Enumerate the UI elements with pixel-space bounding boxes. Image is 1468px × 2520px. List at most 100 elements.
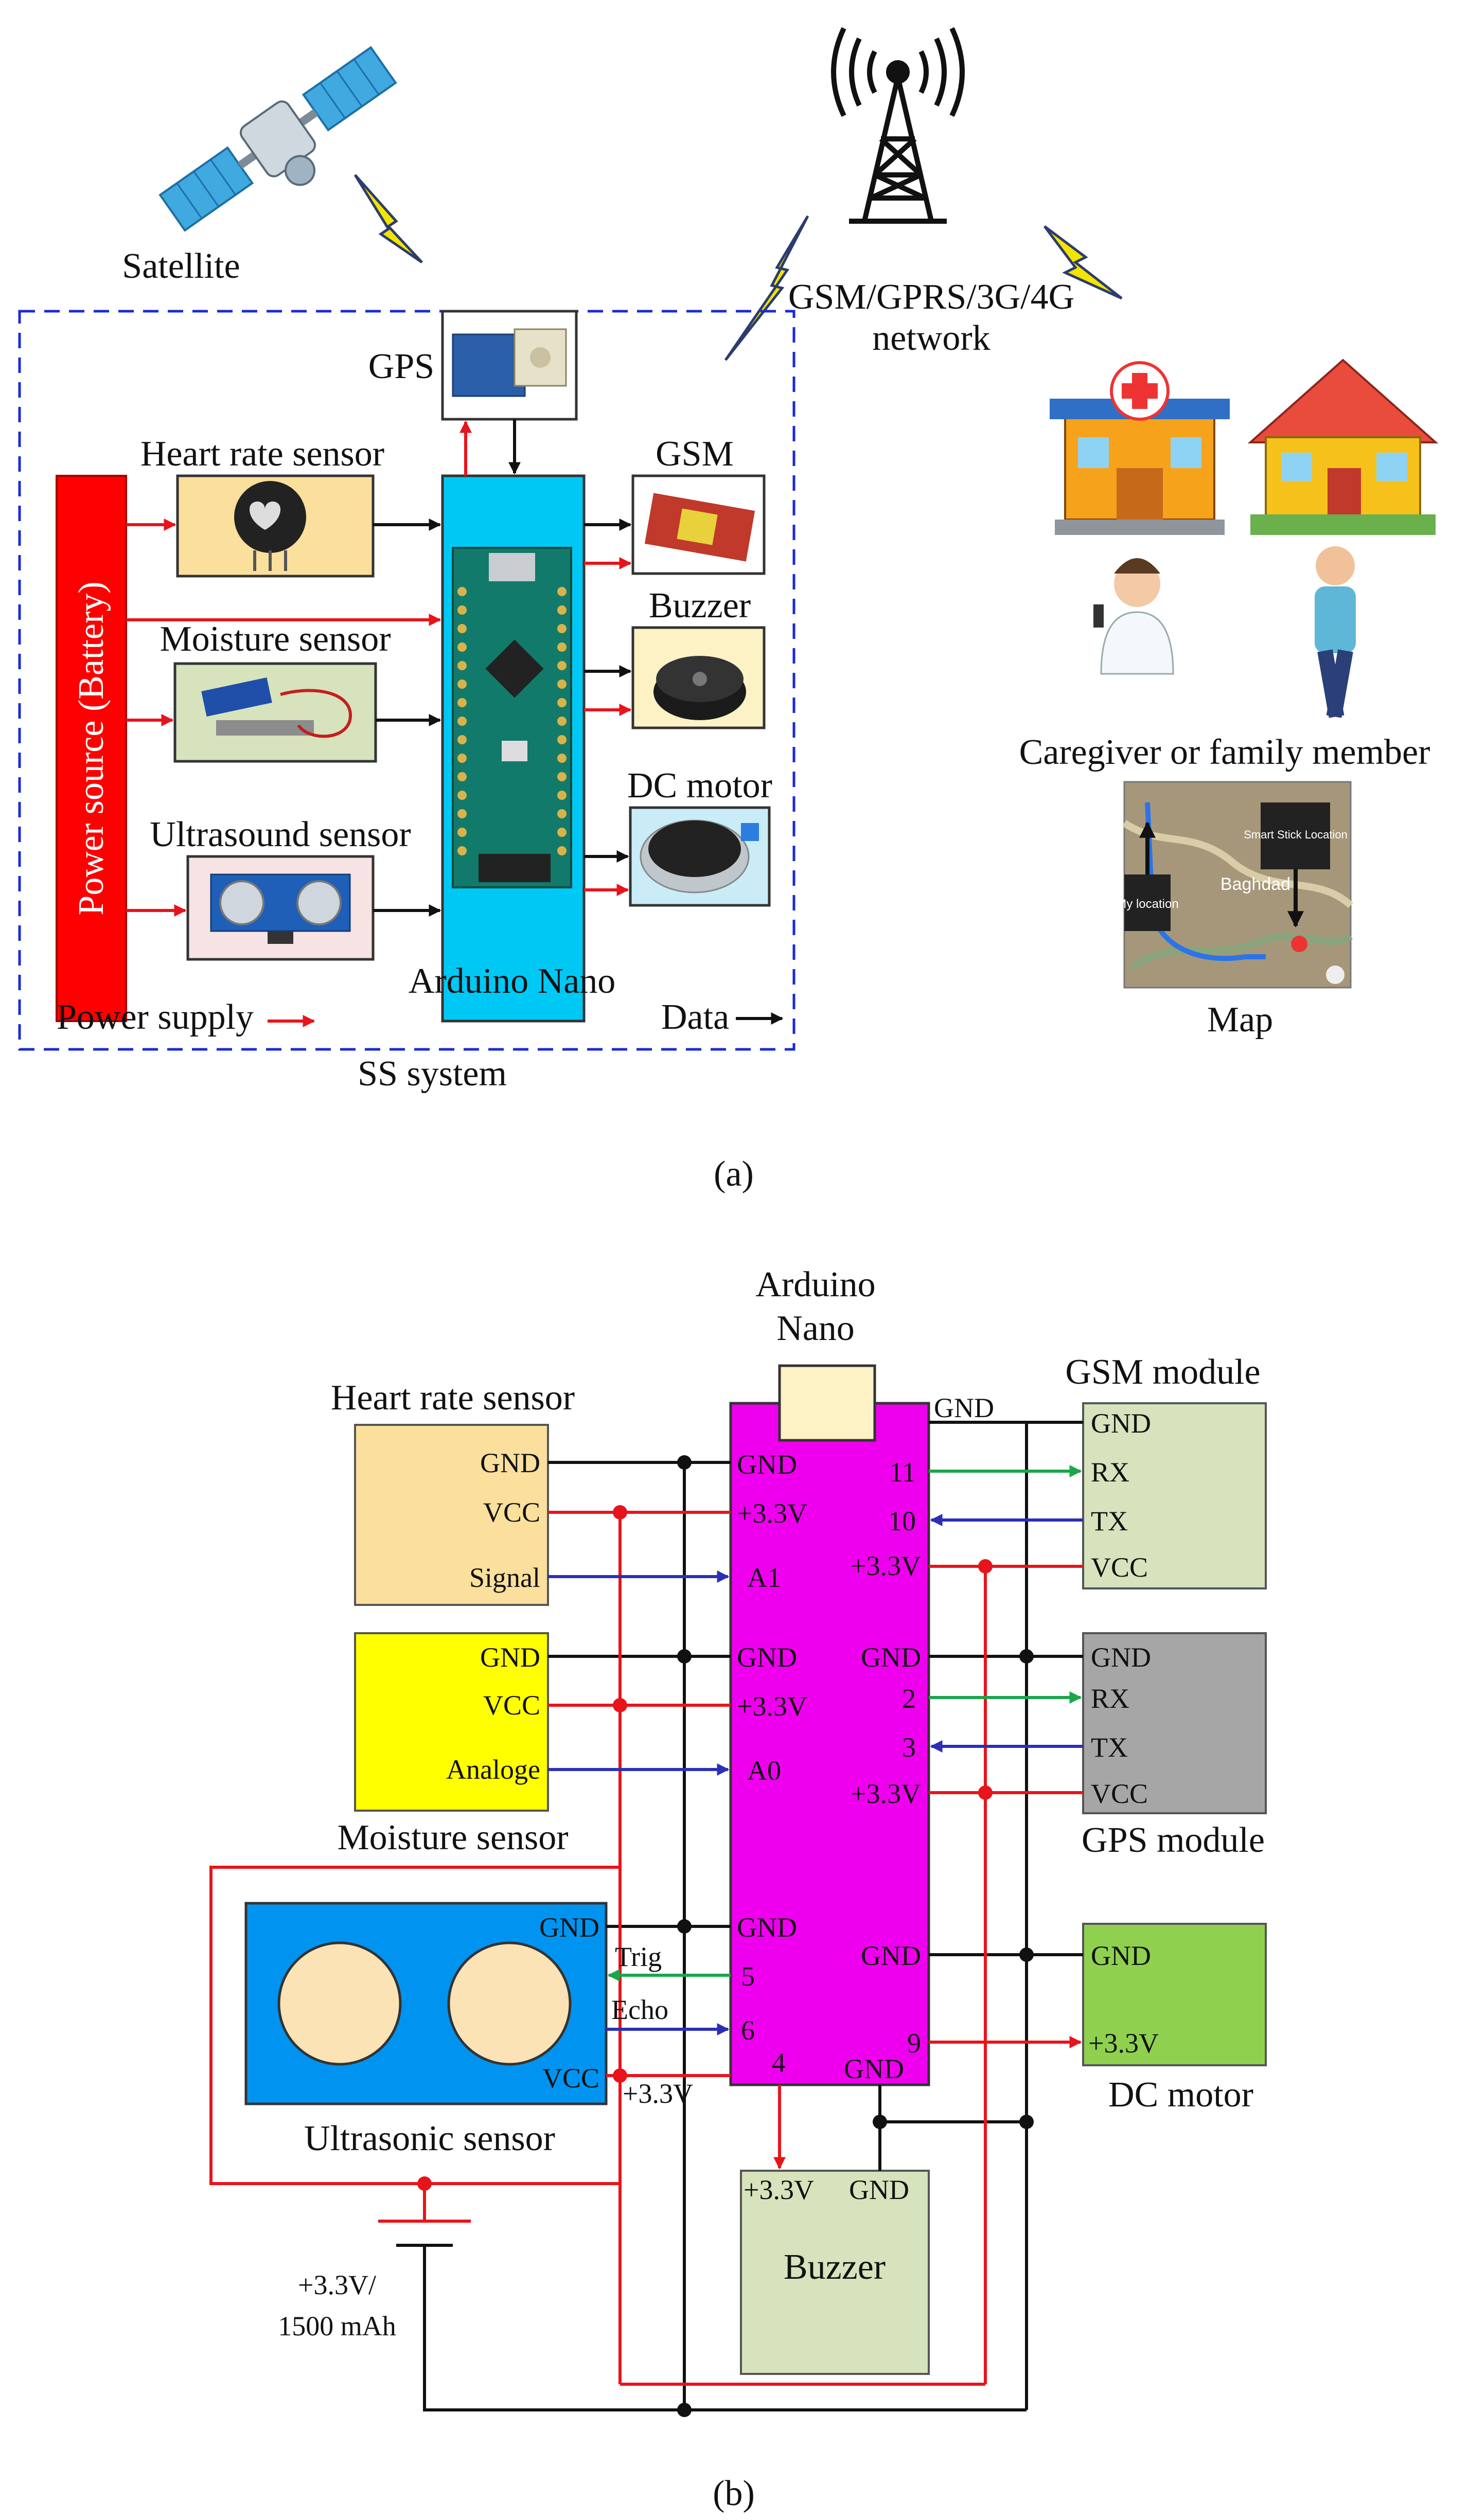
caption-b: (b): [713, 2474, 755, 2513]
map-image: My location Smart Stick Location Baghdad: [1116, 781, 1353, 989]
header-pin: [557, 605, 567, 615]
header-pin: [457, 754, 467, 763]
lightning-icon: [353, 174, 423, 264]
signal-wires: [548, 1465, 1083, 2035]
battery-label: Power source (Battery): [72, 581, 111, 915]
header-pin: [557, 828, 567, 837]
nano-a1: A1: [747, 1562, 781, 1593]
heart-vcc-pin: VCC: [483, 1497, 540, 1528]
nano-pin-5: 5: [741, 1961, 755, 1992]
moisture-title: Moisture sensor: [337, 1818, 568, 1857]
header-pin: [457, 642, 467, 652]
gps-label: GPS: [368, 347, 434, 386]
ultrasonic-transducer-left: [277, 1941, 402, 2066]
nano-pin-9: 9: [907, 2028, 921, 2059]
gsm-module-title: GSM module: [1065, 1352, 1260, 1392]
header-pin: [457, 624, 467, 633]
heart-sensor-label: Heart rate sensor: [140, 434, 384, 474]
ultrasonic-title: Ultrasonic sensor: [304, 2119, 555, 2158]
nano-pin-10: 10: [888, 1506, 916, 1536]
gps-module-icon: [452, 328, 567, 397]
gsm-rx: RX: [1091, 1457, 1129, 1488]
buzzer-box-b: [740, 2170, 930, 2375]
gps-module-title: GPS module: [1082, 1820, 1265, 1860]
house-icon: [1247, 359, 1439, 535]
header-pin: [457, 605, 467, 615]
nano-pin-2: 2: [902, 1683, 916, 1714]
gps-rx: RX: [1091, 1683, 1129, 1714]
header-pin: [557, 772, 567, 781]
gps-tx: TX: [1091, 1732, 1128, 1763]
moisture-sensor-box-b: [354, 1632, 549, 1812]
nano-3v3-out: +3.3V: [623, 2078, 693, 2109]
arduino-nano-caption: Arduino Nano: [409, 961, 615, 1001]
ultra-trig-label: Trig: [615, 1941, 662, 1972]
satellite-icon: [158, 46, 397, 232]
header-pin: [557, 642, 567, 652]
gsm-module-box: [1082, 1402, 1267, 1589]
nano-pin-3: 3: [902, 1732, 916, 1763]
caption-a: (a): [714, 1154, 754, 1194]
cell-tower-icon: [831, 27, 965, 224]
header-pin: [457, 846, 467, 855]
arduino-nano-board-icon: [452, 547, 572, 888]
nano-gnd-top-right: GND: [934, 1392, 994, 1423]
buzzer-label: Buzzer: [649, 586, 751, 625]
nano-gnd-3: GND: [737, 1912, 797, 1943]
header-pin: [557, 587, 567, 596]
ss-system-frame: [18, 310, 795, 1051]
buzzer-icon: [653, 656, 746, 720]
moist-vcc-pin: VCC: [483, 1690, 540, 1721]
buzzer-gnd: GND: [849, 2174, 909, 2205]
man-icon: [1315, 546, 1356, 718]
nano-gnd-bottom: GND: [844, 2053, 904, 2084]
ultra-gnd-pin: GND: [539, 1912, 599, 1943]
map-smart-stick-label: Smart Stick Location: [1244, 828, 1348, 841]
header-pin: [457, 735, 467, 744]
header-pin: [457, 661, 467, 670]
header-pin: [457, 717, 467, 726]
moist-analog-pin: Analoge: [446, 1754, 540, 1785]
header-pin: [557, 624, 567, 633]
gsm-label: GSM: [656, 434, 734, 474]
battery-voltage-label: +3.3V/: [298, 2269, 376, 2300]
panel-a: Satellite GSM/GPRS/3G/4G network GPS Pow…: [18, 27, 1439, 1194]
caregiver-label: Caregiver or family member: [1019, 732, 1430, 772]
heart-title: Heart rate sensor: [331, 1378, 575, 1418]
ultra-vcc-pin: VCC: [542, 2063, 599, 2094]
header-pin: [557, 680, 567, 689]
nano-gnd-right-2: GND: [861, 1642, 921, 1673]
map-my-location-label: My location: [1116, 897, 1178, 911]
header-pin: [457, 587, 467, 596]
moisture-sensor-icon: [201, 677, 352, 738]
satellite-label: Satellite: [122, 246, 240, 286]
nano-3v3-right-2: +3.3V: [851, 1778, 921, 1809]
motor-gnd: GND: [1091, 1940, 1151, 1971]
arduino-pin-row-right: [557, 587, 567, 855]
header-pin: [457, 680, 467, 689]
nano-3v3-right-1: +3.3V: [851, 1550, 921, 1581]
buzzer-3v3: +3.3V: [744, 2174, 814, 2205]
motor-icon: [640, 819, 759, 893]
moist-gnd-pin: GND: [480, 1642, 540, 1673]
nano-3v3-2: +3.3V: [737, 1691, 807, 1722]
heart-gnd-pin: GND: [480, 1447, 540, 1478]
gnd-wires: [396, 1421, 1083, 2411]
data-legend: Data: [661, 997, 729, 1037]
network-label-line2: network: [872, 318, 990, 358]
dc-motor-title: DC motor: [1108, 2075, 1253, 2115]
panel-b: Arduino Nano: [209, 1265, 1267, 2513]
nano-gnd-1: GND: [737, 1449, 797, 1480]
header-pin: [457, 791, 467, 800]
usb-connector: [778, 1364, 876, 1442]
gsm-vcc: VCC: [1091, 1552, 1148, 1583]
gsm-module-icon: [644, 493, 755, 562]
junction-dots-red: [417, 1505, 993, 2191]
header-pin: [457, 698, 467, 707]
motor-3v3: +3.3V: [1088, 2028, 1159, 2059]
junction-dots-black: [677, 1455, 1034, 2417]
battery-box: [56, 475, 127, 1022]
ultrasound-sensor-icon: [210, 873, 351, 944]
map-label: Map: [1207, 1000, 1273, 1040]
header-pin: [557, 717, 567, 726]
